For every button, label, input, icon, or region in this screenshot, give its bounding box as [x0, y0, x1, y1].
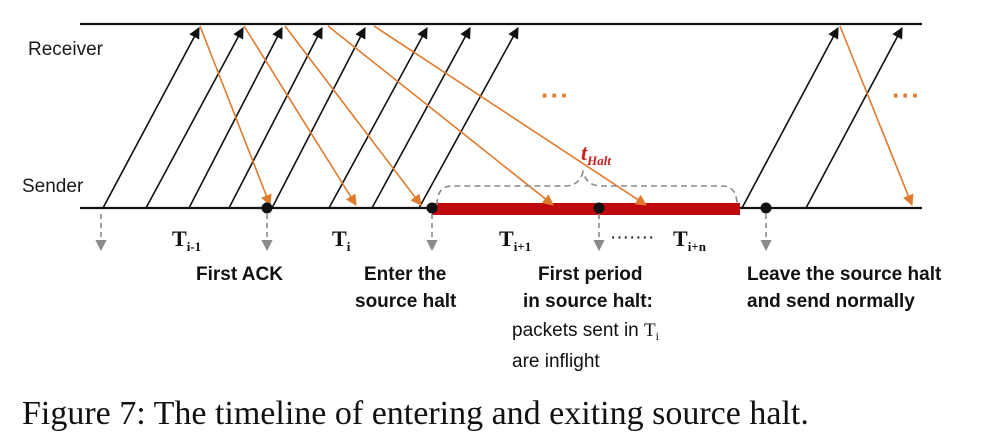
ack-arrow — [373, 25, 647, 206]
first-ack-dot — [261, 202, 273, 214]
leave-halt-dot — [760, 202, 772, 214]
data-packet-arrow — [145, 27, 244, 209]
data-packet-arrow — [271, 27, 366, 209]
data-packet-arrow — [418, 27, 519, 209]
data-packet-arrow — [741, 27, 839, 209]
ack-arrow — [284, 25, 422, 206]
inflight-label-line2: are inflight — [512, 351, 600, 372]
enter-halt-dot — [426, 202, 438, 214]
period-gap-dots: ······· — [610, 227, 654, 248]
enter-halt-label-line2: source halt — [355, 291, 457, 312]
period-label-i-plus-n: Ti+n — [673, 226, 707, 254]
t-halt-brace — [436, 169, 738, 206]
data-packet-arrow — [228, 27, 323, 209]
ack-arrow — [243, 25, 357, 206]
first-period-label-line1: First period — [538, 264, 643, 285]
period-label-i-plus-1: Ti+1 — [499, 226, 531, 254]
t-halt-label: tHalt — [581, 140, 611, 168]
leave-halt-label-line2: and send normally — [747, 291, 915, 312]
inflight-label-line1: packets sent in Ti — [512, 320, 660, 343]
source-halt-bar — [432, 203, 740, 215]
data-packet-arrows — [102, 27, 903, 209]
receiver-label: Receiver — [28, 39, 104, 60]
enter-halt-label-line1: Enter the — [364, 264, 446, 285]
first-period-label-line2: in source halt: — [523, 291, 653, 312]
ack-arrow — [327, 25, 554, 206]
ack-arrow — [199, 25, 272, 207]
ellipsis-mid: ··· — [541, 80, 570, 110]
period-label-i: Ti — [332, 226, 351, 254]
period-boundary-guides — [95, 214, 772, 252]
data-packet-arrow — [371, 27, 471, 209]
data-packet-arrow — [102, 27, 200, 209]
ellipsis-right: ··· — [892, 80, 921, 110]
ack-arrows — [199, 25, 914, 207]
leave-halt-label-line1: Leave the source halt — [747, 264, 942, 285]
first-ack-label: First ACK — [196, 264, 283, 285]
period-label-i-minus-1: Ti-1 — [172, 226, 201, 254]
data-packet-arrow — [805, 27, 903, 209]
data-packet-arrow — [328, 27, 428, 209]
first-period-dot — [593, 202, 605, 214]
figure-caption: Figure 7: The timeline of entering and e… — [22, 395, 809, 432]
ack-arrow — [839, 25, 914, 207]
sender-label: Sender — [22, 176, 84, 197]
